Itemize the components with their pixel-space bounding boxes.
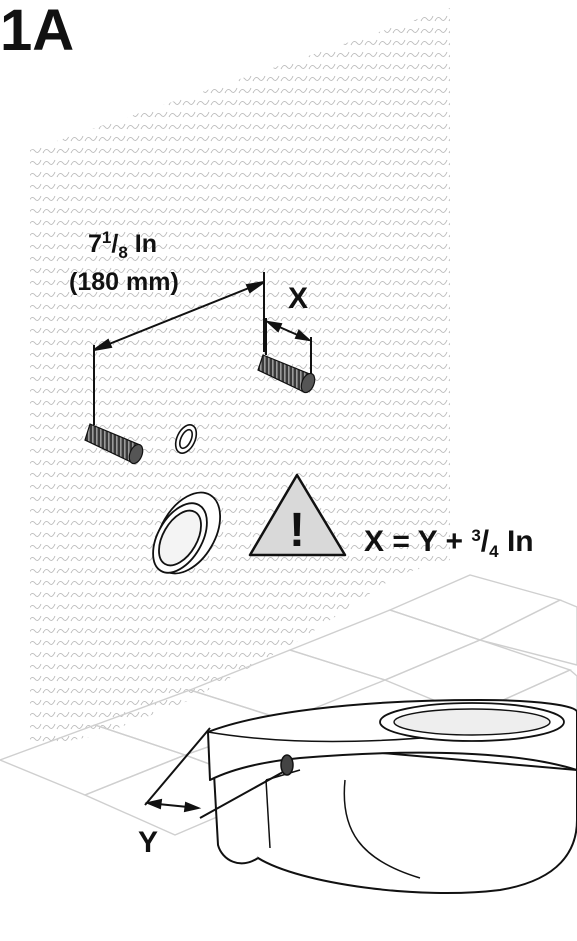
y-label: Y: [138, 826, 158, 859]
formula: X = Y + 3/4 In: [364, 525, 534, 561]
warning-triangle-icon: !: [248, 473, 347, 557]
dimension-metric: (180 mm): [69, 268, 179, 296]
y-dimension-lines: [144, 727, 284, 819]
water-inlet: [174, 424, 198, 454]
right-bolt: [257, 354, 316, 394]
dimension-spacing: [93, 272, 265, 425]
warning-symbol: !: [289, 504, 305, 557]
x-label: X: [288, 282, 308, 315]
left-bolt: [84, 423, 144, 465]
wall-hung-toilet: [207, 699, 577, 894]
x-dimension-lines: [264, 318, 313, 375]
drain-flange: [152, 491, 222, 575]
wall: [30, 8, 450, 748]
dimension-imperial: 71/8 In: [88, 228, 157, 262]
step-label: 1A: [0, 0, 74, 63]
